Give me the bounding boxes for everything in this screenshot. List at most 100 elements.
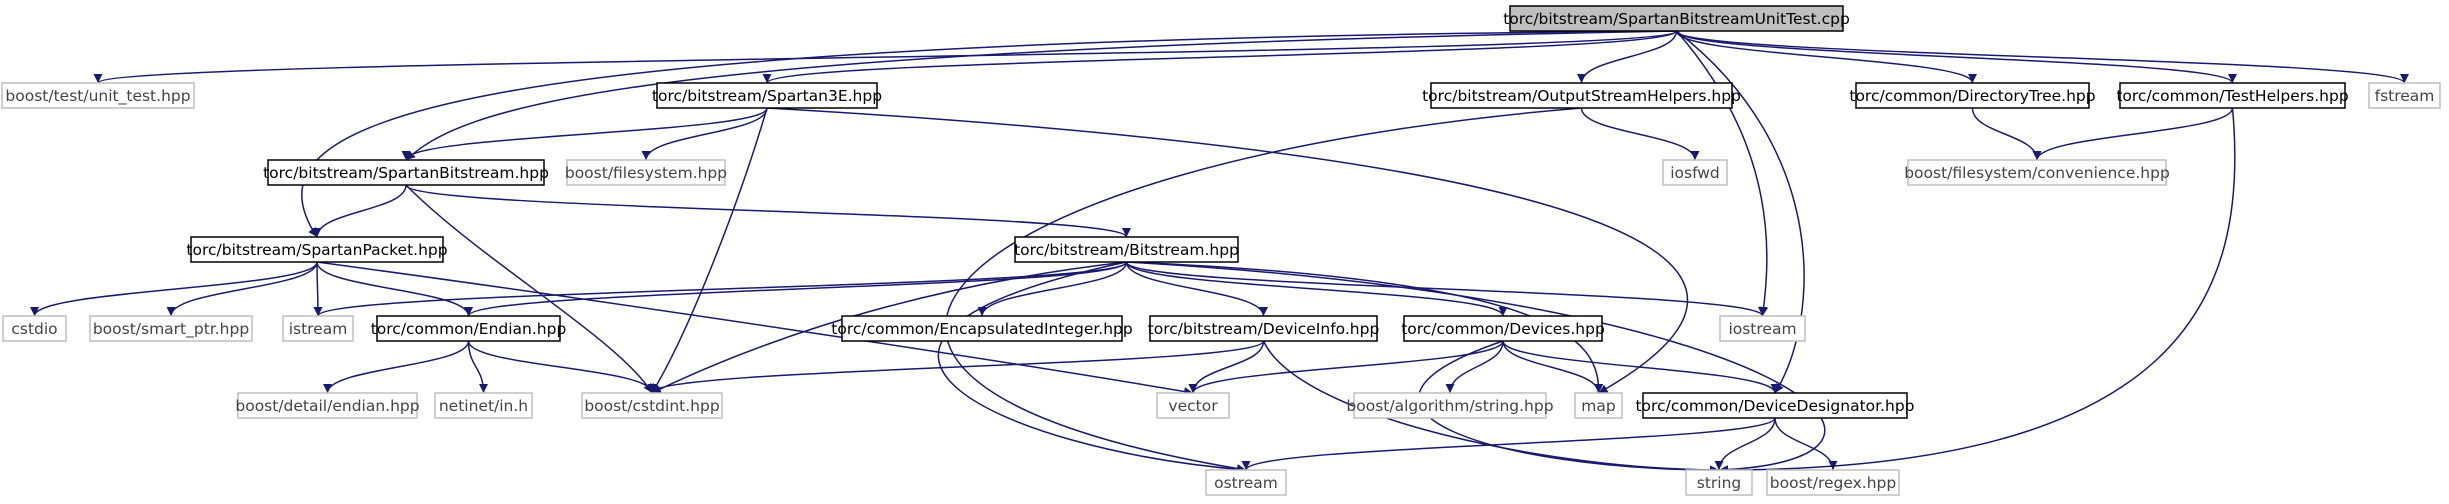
edge-unittest_cpp-to-spartanpacket xyxy=(301,30,1677,238)
node-label: torc/bitstream/SpartanPacket.hpp xyxy=(186,241,447,259)
node-box xyxy=(282,315,354,342)
node-boost_regex: boost/regex.hpp xyxy=(1766,469,1900,496)
node-box xyxy=(1156,392,1230,419)
edge-unittest_cpp-to-directorytree xyxy=(1675,30,1977,84)
node-box xyxy=(1642,392,1908,419)
edge-spartanpacket-to-vector xyxy=(316,261,1194,396)
node-label: iosfwd xyxy=(1670,164,1720,182)
edge-unittest_cpp-to-devicedesignator xyxy=(1676,30,1805,394)
node-label: boost/smart_ptr.hpp xyxy=(93,320,249,339)
node-directorytree[interactable]: torc/common/DirectoryTree.hpp xyxy=(1849,82,2096,109)
node-box xyxy=(841,315,1123,342)
node-box xyxy=(1855,82,2090,109)
edge-unittest_cpp-to-spartan3e xyxy=(762,30,1678,84)
edge-directorytree-to-boost_fs_convenience xyxy=(1971,107,2042,161)
edge-spartan3e-to-spartanbitstream xyxy=(401,107,768,161)
node-boost_smart_ptr: boost/smart_ptr.hpp xyxy=(89,315,253,342)
node-box xyxy=(656,82,878,109)
node-ostream: ostream xyxy=(1205,469,1287,496)
edge-devices-to-vector xyxy=(1188,340,1504,394)
edge-testhelpers-to-boost_fs_convenience xyxy=(2032,107,2234,161)
node-boost_filesystem: boost/filesystem.hpp xyxy=(565,159,727,186)
edge-bitstream-to-devices xyxy=(1125,261,1508,317)
node-box xyxy=(1662,159,1728,186)
edge-outputstream-to-iosfwd xyxy=(1580,107,1700,161)
node-deviceinfo[interactable]: torc/bitstream/DeviceInfo.hpp xyxy=(1148,315,1380,342)
node-cstdio: cstdio xyxy=(2,315,67,342)
edges-layer xyxy=(30,30,2409,475)
edge-spartanpacket-to-boost_smart_ptr xyxy=(166,261,318,317)
node-label: iostream xyxy=(1728,320,1796,338)
edge-devicedesignator-to-ostream xyxy=(1241,417,1776,471)
node-boost_fs_convenience: boost/filesystem/convenience.hpp xyxy=(1904,159,2170,186)
node-box xyxy=(190,236,444,263)
node-outputstream[interactable]: torc/bitstream/OutputStreamHelpers.hpp xyxy=(1422,82,1741,109)
node-label: torc/common/DeviceDesignator.hpp xyxy=(1635,397,1914,415)
edge-devices-to-devicedesignator xyxy=(1502,340,1780,394)
edge-unittest_cpp-to-fstream xyxy=(1675,30,2409,84)
node-spartan3e[interactable]: torc/bitstream/Spartan3E.hpp xyxy=(652,82,882,109)
edge-bitstream-to-ostream xyxy=(937,261,1247,474)
node-box xyxy=(566,159,726,186)
node-label: istream xyxy=(289,320,348,338)
node-testhelpers[interactable]: torc/common/TestHelpers.hpp xyxy=(2116,82,2349,109)
node-box xyxy=(89,315,253,342)
edge-bitstream-to-map xyxy=(1126,261,1604,394)
edge-testhelpers-to-string xyxy=(1718,107,2236,475)
node-box xyxy=(1509,5,1844,32)
node-box xyxy=(1685,469,1753,496)
node-unittest_cpp[interactable]: torc/bitstream/SpartanBitstreamUnitTest.… xyxy=(1503,5,1850,32)
edge-bitstream-to-iostream xyxy=(1125,261,1767,317)
edge-unittest_cpp-to-outputstream xyxy=(1577,30,1678,84)
node-devicedesignator[interactable]: torc/common/DeviceDesignator.hpp xyxy=(1635,392,1915,419)
node-label: torc/bitstream/Spartan3E.hpp xyxy=(652,87,882,105)
edge-devicedesignator-to-string xyxy=(1714,417,1776,471)
edge-devicedesignator-to-boost_regex xyxy=(1774,417,1838,471)
node-label: torc/common/Endian.hpp xyxy=(371,320,567,338)
node-box xyxy=(237,392,418,419)
node-fstream: fstream xyxy=(2368,82,2441,109)
node-label: torc/common/Devices.hpp xyxy=(1401,320,1605,338)
edge-outputstream-to-ostream xyxy=(944,107,1582,473)
node-encapsulatedinteger[interactable]: torc/common/EncapsulatedInteger.hpp xyxy=(831,315,1133,342)
edge-devices-to-boost_algorithm_string xyxy=(1445,340,1504,394)
edge-devices-to-string xyxy=(1418,340,1720,475)
node-box xyxy=(376,315,561,342)
edge-bitstream-to-istream xyxy=(313,261,1128,317)
edge-bitstream-to-encapsulatedinteger xyxy=(977,261,1128,317)
edge-bitstream-to-deviceinfo xyxy=(1125,261,1268,317)
edge-endian-to-boost_detail_endian xyxy=(323,340,470,394)
edge-spartanbitstream-to-spartanpacket xyxy=(312,184,407,238)
node-devices[interactable]: torc/common/Devices.hpp xyxy=(1401,315,1605,342)
node-label: boost/test/unit_test.hpp xyxy=(5,87,190,106)
node-label: torc/common/DirectoryTree.hpp xyxy=(1849,87,2095,105)
node-label: boost/algorithm/string.hpp xyxy=(1346,397,1553,415)
node-endian[interactable]: torc/common/Endian.hpp xyxy=(371,315,567,342)
node-label: vector xyxy=(1168,397,1218,415)
node-label: boost/regex.hpp xyxy=(1770,474,1896,492)
node-label: boost/filesystem.hpp xyxy=(565,164,727,182)
node-spartanpacket[interactable]: torc/bitstream/SpartanPacket.hpp xyxy=(186,236,448,263)
node-label: ostream xyxy=(1214,474,1278,492)
edge-spartanpacket-to-cstdio xyxy=(30,261,318,317)
node-box xyxy=(434,392,533,419)
node-label: torc/common/TestHelpers.hpp xyxy=(2116,87,2348,105)
node-bitstream[interactable]: torc/bitstream/Bitstream.hpp xyxy=(1014,236,1239,263)
node-label: cstdio xyxy=(11,320,57,338)
node-label: netinet/in.h xyxy=(439,397,528,415)
edge-endian-to-boost_cstdint xyxy=(467,340,657,394)
node-label: fstream xyxy=(2375,87,2435,105)
edge-unittest_cpp-to-iostream xyxy=(1675,30,1769,317)
node-box xyxy=(1430,82,1733,109)
node-boost_algorithm_string: boost/algorithm/string.hpp xyxy=(1346,392,1554,419)
node-label: torc/bitstream/DeviceInfo.hpp xyxy=(1148,320,1380,338)
node-spartanbitstream[interactable]: torc/bitstream/SpartanBitstream.hpp xyxy=(263,159,549,186)
node-label: boost/detail/endian.hpp xyxy=(235,397,419,415)
edge-spartanpacket-to-endian xyxy=(316,261,473,317)
node-box xyxy=(1766,469,1900,496)
node-box xyxy=(2,315,67,342)
edge-spartanbitstream-to-boost_cstdint xyxy=(405,184,653,394)
node-box xyxy=(1353,392,1547,419)
edge-endian-to-netinet_in xyxy=(467,340,488,394)
